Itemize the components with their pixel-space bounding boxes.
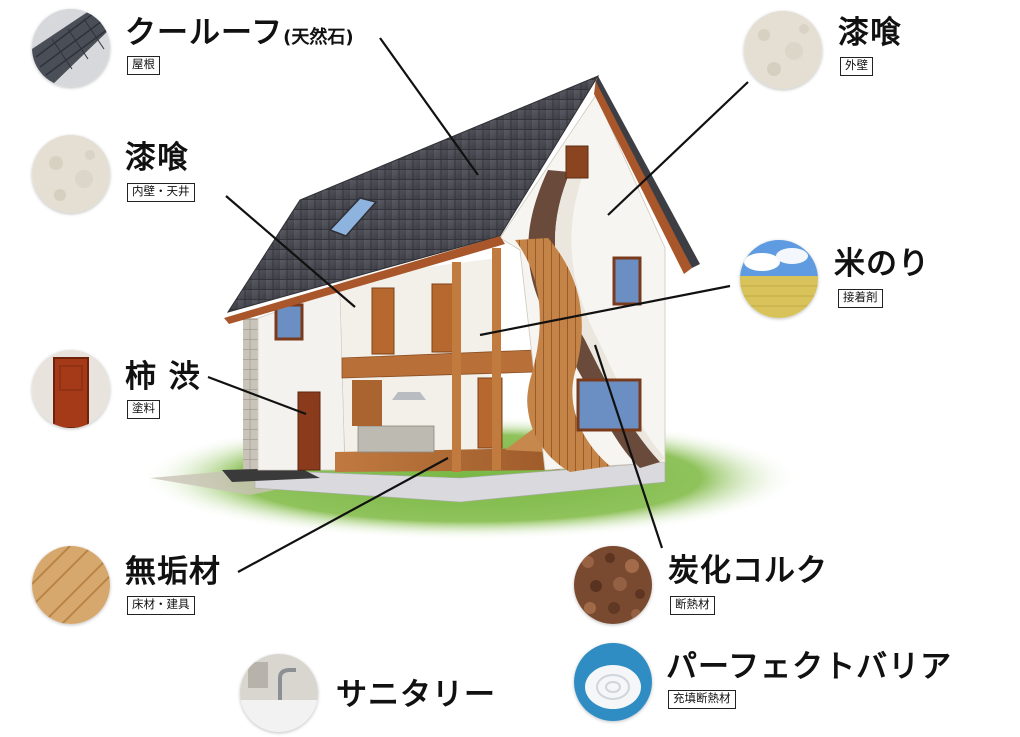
plaster-ext-title: 漆喰 <box>838 15 902 51</box>
paste-tag: 接着剤 <box>838 289 883 308</box>
slate-roof-icon <box>32 9 110 87</box>
roof-title-note: (天然石) <box>283 27 354 48</box>
range-hood <box>392 392 426 400</box>
plaster-texture-icon <box>32 135 110 213</box>
roof-title: クールーフ <box>125 15 284 51</box>
wood-title: 無垢材 <box>125 554 221 590</box>
foundation <box>254 461 666 503</box>
timber-sheathing <box>515 238 610 472</box>
window-left <box>274 303 304 341</box>
bathroom-sink-icon <box>240 654 318 732</box>
persimmon-tag: 塗料 <box>127 400 160 419</box>
post-2 <box>492 248 501 470</box>
ground-floor <box>335 448 560 472</box>
leader-cork <box>593 344 664 549</box>
cork-title: 炭化コルク <box>668 553 828 589</box>
entrance-door <box>297 391 321 471</box>
barrier-title: パーフェクトバリア <box>666 649 953 685</box>
kitchen-cabinet <box>352 380 382 426</box>
wood-tag: 床材・建具 <box>127 596 195 615</box>
leader-roof <box>379 37 479 176</box>
paste-title: 米のり <box>834 246 930 282</box>
leader-persimmon <box>207 375 307 416</box>
roof-fascia-right <box>594 78 692 274</box>
wood-door-icon <box>32 350 110 428</box>
plaster-int-tag: 内壁・天井 <box>127 183 195 202</box>
leader-paste <box>479 284 731 337</box>
roof-edge-right <box>596 76 700 268</box>
roof-fascia-left <box>224 236 505 324</box>
gable-vent <box>565 145 589 179</box>
cork-tag: 断熱材 <box>670 596 715 615</box>
window-right-lower <box>576 378 642 432</box>
skylight <box>328 197 378 237</box>
leader-wood <box>237 457 449 573</box>
upstairs-door-2 <box>431 283 455 353</box>
leader-lines <box>207 37 749 573</box>
cork-granules-icon <box>574 546 652 624</box>
sanitary-title: サニタリー <box>336 677 496 713</box>
leader-plaster-int <box>225 195 356 308</box>
post-1 <box>452 262 461 472</box>
wood-floor-icon <box>32 546 110 624</box>
insulation-roll-icon <box>574 643 652 721</box>
plaster-texture-icon <box>744 11 822 89</box>
rice-field-icon <box>740 240 818 318</box>
barrier-tag: 充填断熱材 <box>668 690 736 709</box>
persimmon-title: 柿 渋 <box>125 359 201 395</box>
roof-tag: 屋根 <box>127 56 160 75</box>
kitchen-counter <box>357 425 435 453</box>
leader-plaster-ext <box>607 81 749 216</box>
window-right-upper <box>612 256 642 306</box>
plaster-ext-tag: 外壁 <box>840 57 873 76</box>
entrance-step <box>222 468 320 482</box>
plaster-int-title: 漆喰 <box>125 140 189 176</box>
upstairs-door-1 <box>371 287 395 355</box>
